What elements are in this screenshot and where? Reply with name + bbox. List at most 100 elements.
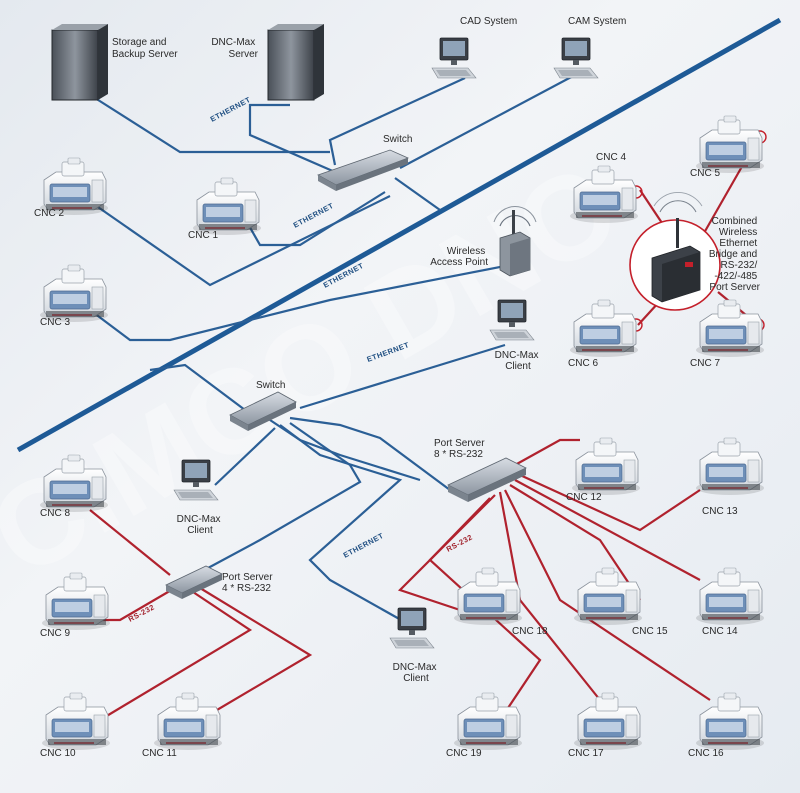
rs232-cnc14 [514, 479, 701, 581]
cnc-15-machine[interactable] [573, 567, 643, 626]
cnc-5-machine[interactable] [695, 115, 765, 174]
cnc-18-label: CNC 18 [512, 626, 548, 637]
dnc-client-1-label-line2: Client [505, 361, 531, 372]
wb-line2: Wireless [719, 227, 757, 238]
cnc-17-label: CNC 17 [568, 748, 604, 759]
storage-backup-server[interactable] [51, 24, 108, 101]
dnc-server-label-line1: DNC-Max [211, 37, 255, 48]
cnc-10-machine[interactable] [41, 692, 111, 751]
cable-client1-midswitch [299, 343, 506, 410]
label-rs232-1: RS-232 [445, 532, 474, 553]
rs232-cnc15 [509, 484, 641, 601]
cable-cad-switch [328, 77, 466, 166]
mid-switch[interactable] [229, 391, 297, 431]
cable-midswitch-client2 [214, 427, 276, 486]
cnc-16-label: CNC 16 [688, 748, 724, 759]
port-server-8-label-line2: 8 * RS-232 [434, 449, 483, 460]
cable-cnc3-ap [89, 263, 511, 342]
cable-midswitch-portserver8 [289, 416, 451, 491]
wireless-ap-label-line1: Wireless [447, 246, 485, 257]
wb-line7: Port Server [709, 282, 760, 293]
storage-server-label-line2: Backup Server [112, 49, 178, 60]
label-ethernet-5: ETHERNET [342, 531, 385, 560]
wireless-access-point[interactable] [493, 206, 537, 277]
cnc-15-label: CNC 15 [632, 626, 668, 637]
cam-system-workstation[interactable] [553, 37, 599, 79]
port-server-4-label: Port Server 4 * RS-232 [222, 572, 275, 594]
cnc-8-label: CNC 8 [40, 508, 70, 519]
label-rs232-2: RS-232 [127, 602, 156, 623]
rs232-cnc13 [519, 474, 701, 532]
storage-server-label-line1: Storage and [112, 37, 167, 48]
dnc-client-3-workstation[interactable] [389, 607, 435, 649]
cnc-7-machine[interactable] [695, 299, 765, 358]
port-server-4[interactable] [165, 565, 223, 599]
rs232-cnc8 [89, 509, 171, 576]
dnc-client-1-label-line1: DNC-Max [495, 350, 539, 361]
cnc-1-machine[interactable] [192, 177, 262, 236]
cnc-14-label: CNC 14 [702, 626, 738, 637]
top-switch-label: Switch [383, 134, 412, 145]
cnc-16-machine[interactable] [695, 692, 765, 751]
rs232-cnc16 [504, 489, 711, 701]
cnc-2-machine[interactable] [39, 157, 109, 216]
rs232-cnc10 [99, 589, 253, 721]
cnc-17-machine[interactable] [573, 692, 643, 751]
wb-line4: Bridge and [709, 249, 757, 260]
antenna-icon [676, 218, 679, 248]
cnc-18-machine[interactable] [453, 567, 523, 626]
wb-line5: RS-232/ [721, 260, 758, 271]
ethernet-backbone [16, 17, 782, 453]
dnc-client-2-label: DNC-Max Client [177, 514, 224, 536]
cnc-11-machine[interactable] [153, 692, 223, 751]
rs232-cnc12 [514, 438, 580, 466]
wb-line1: Combined [712, 216, 758, 227]
rs232-cnc11 [199, 587, 313, 721]
cable-midswitch-bundle [269, 419, 421, 482]
cad-system-label: CAD System [460, 16, 517, 27]
server-tower-icon [51, 29, 99, 101]
port-server-8-label-line1: Port Server [434, 438, 485, 449]
wireless-ap-label-line2: Access Point [430, 257, 488, 268]
wb-line3: Ethernet [719, 238, 757, 249]
dnc-server-label: DNC-Max Server [211, 37, 258, 60]
cable-switch-backbone [394, 177, 441, 211]
dnc-max-server[interactable] [267, 24, 324, 101]
port-server-4-label-line1: Port Server [222, 572, 273, 583]
cable-backbone-midswitch [149, 363, 246, 411]
cnc-12-machine[interactable] [571, 437, 641, 496]
cnc-2-label: CNC 2 [34, 208, 64, 219]
cable-midswitch-client3 [279, 424, 411, 626]
cad-system-workstation[interactable] [431, 37, 477, 79]
port-server-4-label-line2: 4 * RS-232 [222, 583, 271, 594]
cnc-7-label: CNC 7 [690, 358, 720, 369]
cnc-12-label: CNC 12 [566, 492, 602, 503]
cnc-14-machine[interactable] [695, 567, 765, 626]
wireless-bridge[interactable] [629, 191, 721, 311]
cnc-13-label: CNC 13 [702, 506, 738, 517]
cnc-19-label: CNC 19 [446, 748, 482, 759]
cnc-4-label: CNC 4 [596, 152, 626, 163]
cnc-3-label: CNC 3 [40, 317, 70, 328]
dnc-client-3-label-line1: DNC-Max [393, 662, 437, 673]
cnc-9-label: CNC 9 [40, 628, 70, 639]
server-tower-icon [267, 29, 315, 101]
cnc-6-machine[interactable] [569, 299, 639, 358]
cable-dnc-server-switch [248, 103, 336, 174]
cnc-13-machine[interactable] [695, 437, 765, 496]
top-switch[interactable] [317, 149, 410, 191]
cam-system-label: CAM System [568, 16, 626, 27]
cable-storage-switch [94, 97, 330, 154]
dnc-client-3-label: DNC-Max Client [393, 662, 440, 684]
wireless-ap-label: Wireless Access Point [430, 246, 488, 268]
dnc-client-3-label-line2: Client [403, 673, 429, 684]
cnc-6-label: CNC 6 [568, 358, 598, 369]
dnc-server-label-line2: Server [229, 49, 259, 60]
cnc-10-label: CNC 10 [40, 748, 76, 759]
cnc-3-machine[interactable] [39, 264, 109, 323]
port-server-8[interactable] [447, 457, 527, 502]
wb-line6: -422/-485 [714, 271, 757, 282]
dnc-client-2-label-line1: DNC-Max [177, 514, 221, 525]
cnc-1-label: CNC 1 [188, 230, 218, 241]
